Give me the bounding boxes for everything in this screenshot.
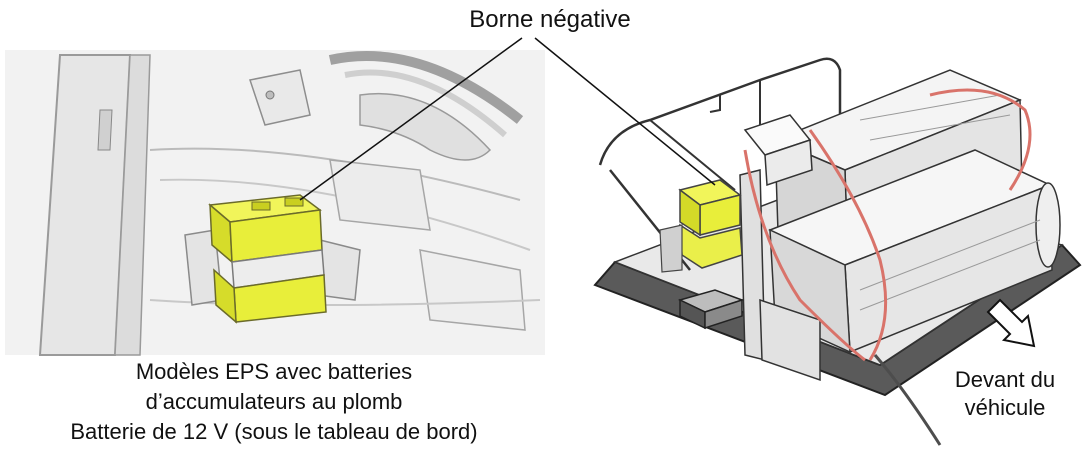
- right-panel-battery-tray: [593, 57, 1082, 446]
- caption-line-2: d’accumulateurs au plomb: [145, 389, 403, 414]
- front-label-line-2: véhicule: [964, 395, 1046, 420]
- vehicle-front-label: Devant du véhicule: [930, 366, 1080, 422]
- caption-line-3: Batterie de 12 V (sous le tableau de bor…: [70, 419, 478, 444]
- negative-terminal-callout: Borne négative: [469, 6, 631, 33]
- direction-arrow-icon: [986, 298, 1036, 348]
- caption-line-1: Modèles EPS avec batteries: [135, 359, 413, 384]
- dashboard-battery-caption: Modèles EPS avec batteries d’accumulateu…: [0, 357, 548, 447]
- callout-leader-lines: [299, 37, 716, 201]
- dashboard-battery: [208, 194, 327, 324]
- front-label-line-1: Devant du: [954, 367, 1056, 392]
- left-panel-dashboard-view: [5, 50, 545, 356]
- auxiliary-battery-12v: [659, 179, 743, 273]
